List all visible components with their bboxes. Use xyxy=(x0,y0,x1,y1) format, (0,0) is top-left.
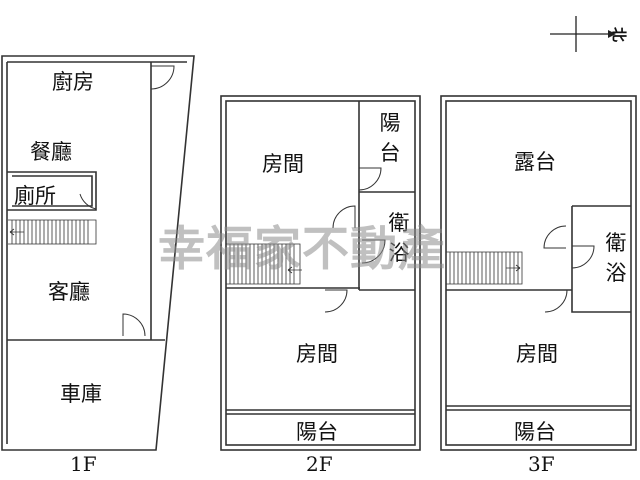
room-bedroom-top: 房間 xyxy=(262,152,304,176)
room-balcony-3f: 陽台 xyxy=(514,420,556,444)
room-living: 客廳 xyxy=(48,280,90,304)
room-terrace: 露台 xyxy=(514,150,556,174)
floor-1f-label: 1F xyxy=(70,452,97,476)
room-bathroom-2f: 衛浴 xyxy=(388,211,410,265)
north-label: 北 xyxy=(610,26,629,43)
floor-3f-walls xyxy=(440,95,637,451)
room-kitchen: 廚房 xyxy=(52,70,94,94)
room-garage: 車庫 xyxy=(60,382,102,406)
room-toilet: 廁所 xyxy=(14,184,56,208)
floor-3f-label: 3F xyxy=(528,452,555,476)
north-arrow-icon xyxy=(550,16,616,52)
floor-2f-walls xyxy=(220,95,421,451)
room-bedroom-3f: 房間 xyxy=(516,342,558,366)
room-balcony-top: 陽台 xyxy=(379,111,401,165)
room-dining: 餐廳 xyxy=(30,140,72,164)
room-bathroom-3f: 衛浴 xyxy=(605,231,627,285)
floor-1f-walls xyxy=(1,55,195,451)
room-bedroom-bottom: 房間 xyxy=(296,342,338,366)
floor-2f-label: 2F xyxy=(306,452,333,476)
watermark: 幸福家不動產 xyxy=(158,222,446,277)
room-balcony-bottom: 陽台 xyxy=(296,420,338,444)
